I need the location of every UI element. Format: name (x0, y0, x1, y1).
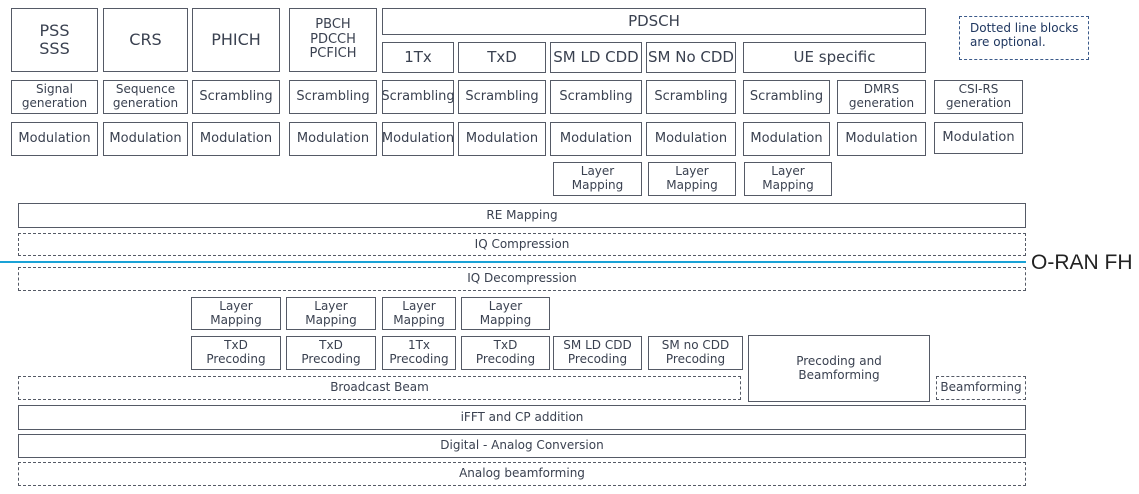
modulation-block-dmrs: Modulation (837, 122, 926, 156)
pdsch-mode-sm-ld-cdd: SM LD CDD (550, 42, 642, 73)
analog-beamforming-block: Analog beamforming (18, 462, 1026, 486)
modulation-block-txd: Modulation (458, 122, 546, 156)
modulation-block-1tx: Modulation (382, 122, 454, 156)
layer-mapping-sm-ld-cdd: Layer Mapping (553, 162, 642, 196)
layer-mapping-lower-4: Layer Mapping (461, 297, 550, 330)
modulation-block-signal: Modulation (11, 122, 98, 156)
txd-precoding-3: TxD Precoding (461, 336, 550, 370)
pbch-scrambling-block: Scrambling (289, 80, 377, 114)
phich-scrambling-block: Scrambling (192, 80, 280, 114)
crs-block: CRS (103, 8, 188, 72)
txd-precoding-2: TxD Precoding (286, 336, 376, 370)
re-mapping-block: RE Mapping (18, 203, 1026, 228)
oran-fronthaul-line (0, 261, 1026, 263)
1tx-scrambling-block: Scrambling (381, 80, 455, 114)
pdsch-mode-ue-specific: UE specific (743, 42, 926, 73)
layer-mapping-sm-no-cdd: Layer Mapping (648, 162, 736, 196)
signal-generation-block: Signal generation (11, 80, 98, 114)
dmrs-generation-block: DMRS generation (837, 80, 926, 114)
txd-precoding-1: TxD Precoding (191, 336, 281, 370)
ifft-cp-addition-block: iFFT and CP addition (18, 405, 1026, 430)
modulation-block-sm-ld-cdd: Modulation (550, 122, 642, 156)
sm-ld-cdd-scrambling-block: Scrambling (550, 80, 642, 114)
pdsch-mode-txd: TxD (458, 42, 546, 73)
modulation-block-csirs: Modulation (934, 122, 1023, 154)
csirs-generation-block: CSI-RS generation (934, 80, 1023, 114)
modulation-block-ue-specific: Modulation (743, 122, 830, 156)
broadcast-beam-block: Broadcast Beam (18, 376, 741, 400)
txd-scrambling-block: Scrambling (458, 80, 546, 114)
1tx-precoding: 1Tx Precoding (382, 336, 456, 370)
modulation-block-phich: Modulation (192, 122, 280, 156)
layer-mapping-lower-3: Layer Mapping (382, 297, 456, 330)
pbch-pdcch-pcfich-block: PBCH PDCCH PCFICH (289, 8, 377, 72)
sm-no-cdd-scrambling-block: Scrambling (646, 80, 736, 114)
sm-no-cdd-precoding: SM no CDD Precoding (648, 336, 743, 370)
modulation-block-sm-no-cdd: Modulation (646, 122, 736, 156)
optional-blocks-note: Dotted line blocks are optional. (959, 16, 1089, 60)
pdsch-mode-sm-no-cdd: SM No CDD (646, 42, 736, 73)
precoding-and-beamforming-block: Precoding and Beamforming (748, 335, 930, 402)
iq-compression-block: IQ Compression (18, 233, 1026, 256)
iq-decompression-block: IQ Decompression (18, 267, 1026, 291)
phich-block: PHICH (192, 8, 280, 72)
pdsch-mode-1tx: 1Tx (382, 42, 454, 73)
ue-specific-scrambling-block: Scrambling (743, 80, 830, 114)
beamforming-block: Beamforming (936, 376, 1026, 400)
pdsch-block: PDSCH (382, 8, 926, 35)
oran-fh-label: O-RAN FH (1031, 251, 1133, 274)
layer-mapping-ue-specific: Layer Mapping (744, 162, 832, 196)
modulation-block-pbch: Modulation (289, 122, 377, 156)
digital-analog-conversion-block: Digital - Analog Conversion (18, 434, 1026, 458)
modulation-block-sequence: Modulation (103, 122, 188, 156)
sequence-generation-block: Sequence generation (103, 80, 188, 114)
layer-mapping-lower-2: Layer Mapping (286, 297, 376, 330)
layer-mapping-lower-1: Layer Mapping (191, 297, 281, 330)
sm-ld-cdd-precoding: SM LD CDD Precoding (553, 336, 642, 370)
pss-sss-block: PSS SSS (11, 8, 98, 72)
